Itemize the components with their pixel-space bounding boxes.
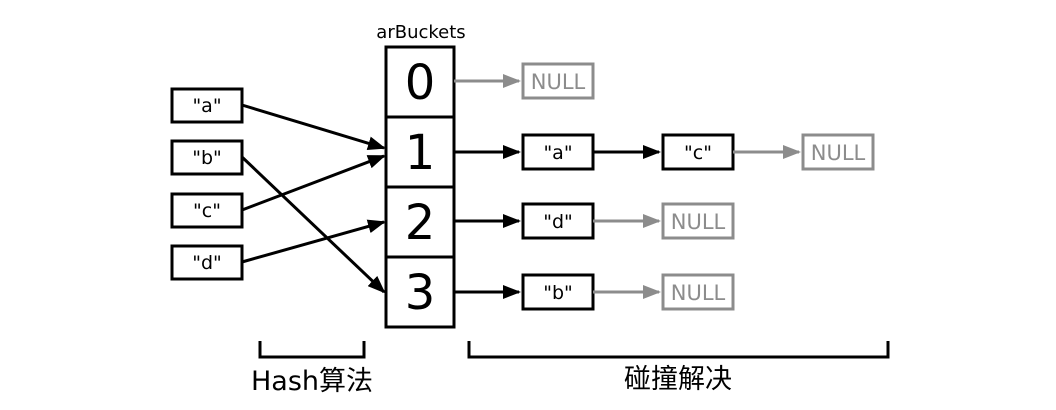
bucket-3 (384, 255, 456, 329)
hash-algorithm-label: Hash算法 (251, 366, 373, 397)
hash-arrow-b-to-3 (240, 155, 386, 294)
hash-algorithm-bracket (258, 341, 366, 359)
input-key-d: "d" (170, 244, 244, 281)
chain-bucket-2: "d" NULL (454, 202, 735, 240)
input-key-b: "b" (170, 139, 244, 176)
chain-bucket-3: "b" NULL (454, 273, 735, 311)
hash-arrow-d-to-2 (241, 219, 386, 264)
bucket-array-label: arBuckets (376, 22, 465, 43)
null-terminator (521, 62, 595, 100)
chain-node-label: "a" (543, 142, 572, 164)
input-key-label: "b" (192, 147, 222, 169)
hash-arrows (240, 103, 386, 294)
null-terminator (801, 133, 875, 171)
bucket-array: 0 1 2 3 (384, 45, 456, 329)
bucket-index: 2 (405, 195, 436, 251)
chain-node-label: "d" (543, 211, 573, 233)
bucket-1 (384, 115, 456, 189)
collision-resolution-label: 碰撞解决 (624, 364, 732, 395)
null-label: NULL (671, 210, 726, 234)
input-key-label: "d" (192, 252, 222, 274)
input-key-c: "c" (170, 192, 244, 229)
bucket-index: 0 (405, 55, 436, 111)
collision-resolution-bracket (467, 341, 890, 359)
bucket-index: 3 (405, 265, 436, 321)
bucket-index: 1 (405, 125, 436, 181)
input-key-label: "c" (193, 200, 221, 222)
chain-bucket-1: "a" "c" NULL (454, 133, 875, 171)
null-label: NULL (811, 141, 866, 165)
chain-node-label: "b" (543, 282, 573, 304)
hash-arrow-c-to-1 (241, 154, 386, 212)
input-key-label: "a" (192, 95, 221, 117)
null-terminator (661, 202, 735, 240)
input-key-a: "a" (170, 87, 244, 124)
hash-arrow-a-to-1 (241, 103, 386, 151)
chain-node-label: "c" (684, 142, 712, 164)
null-label: NULL (671, 281, 726, 305)
chain-bucket-0: NULL (454, 62, 595, 100)
input-keys: "a" "b" "c" "d" (170, 87, 244, 281)
chain-node-c (661, 133, 735, 171)
null-terminator (661, 273, 735, 311)
null-label: NULL (531, 70, 586, 94)
